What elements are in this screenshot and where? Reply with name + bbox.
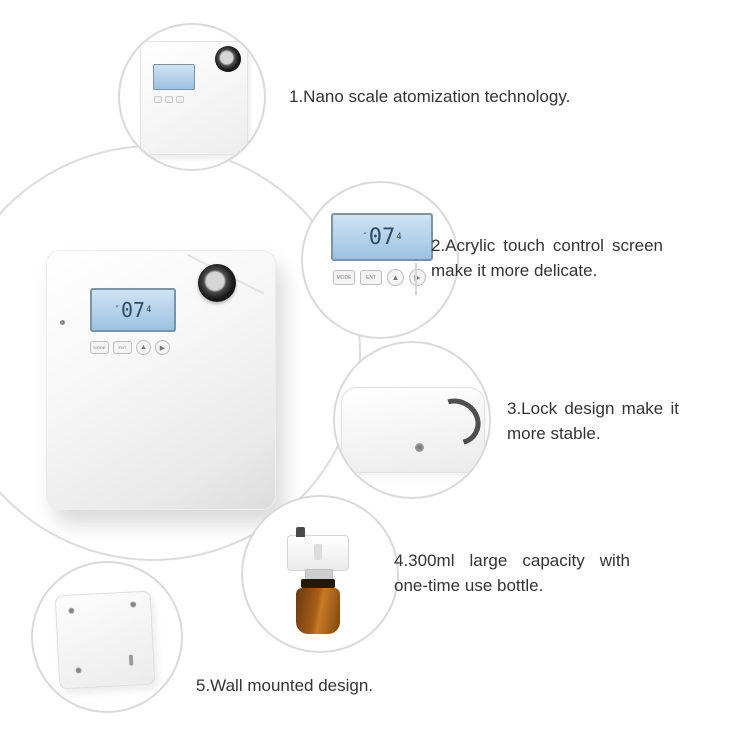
mode-button: MODE: [333, 270, 355, 285]
enter-button: ENT: [113, 341, 132, 354]
screw-hole-icon: [68, 607, 75, 614]
lcd-prefix: ″: [362, 232, 368, 242]
atomizer-head-icon: [287, 527, 349, 571]
feature-circle-wallmount: [31, 561, 183, 713]
control-buttons: MODE ENT ▲ ▶: [90, 340, 170, 355]
control-buttons-thumb: [154, 96, 184, 103]
feature-text-bottle: 4.300ml large capacity with one-time use…: [394, 551, 630, 595]
feature-text-touchscreen: 2.Acrylic touch control screen make it m…: [431, 236, 663, 280]
pump-slot: [314, 544, 322, 560]
mount-slot-icon: [128, 654, 134, 666]
feature-text-atomization: 1.Nano scale atomization technology.: [289, 87, 571, 106]
lcd-screen-thumb: [153, 64, 195, 90]
lcd-sub-value: 4: [146, 305, 152, 315]
screw-hole-icon: [130, 601, 137, 608]
feature-circle-lock: [333, 341, 491, 499]
lcd-sub-value: 4: [396, 232, 402, 242]
side-vent-hole: [60, 320, 65, 325]
lcd-screen: ″ 07 4: [90, 288, 176, 332]
screw-hole-icon: [415, 443, 424, 452]
bottle-cap-icon: [301, 579, 335, 588]
spray-tip-icon: [296, 527, 305, 537]
control-buttons-closeup: MODE ENT ▲ ▶: [333, 269, 426, 286]
device-top-view: [341, 387, 485, 473]
enter-button: ENT: [360, 270, 382, 285]
run-button: ▶: [155, 340, 170, 355]
up-button: ▲: [136, 340, 151, 355]
button-dot: [154, 96, 162, 103]
up-button: ▲: [387, 269, 404, 286]
feature-circle-bottle: [241, 495, 399, 653]
atomizer-nozzle-icon: [215, 46, 241, 72]
wall-mount-plate-icon: [54, 590, 156, 690]
lcd-value: 07: [120, 298, 146, 322]
button-dot: [176, 96, 184, 103]
button-dot: [165, 96, 173, 103]
screw-hole-icon: [75, 667, 82, 674]
atomizer-nozzle-icon: [198, 264, 236, 302]
device-thumbnail: [140, 41, 248, 155]
run-button: ▶: [409, 269, 426, 286]
mode-button: MODE: [90, 341, 109, 354]
feature-circle-touchscreen: ″ 07 4 MODE ENT ▲ ▶: [301, 181, 459, 339]
lcd-value: 07: [368, 224, 396, 250]
feature-text-wallmount: 5.Wall mounted design.: [196, 676, 374, 695]
lcd-prefix: ″: [114, 305, 120, 315]
panel-edge: [415, 263, 417, 295]
feature-circle-atomization: [118, 23, 266, 171]
feature-text-lock: 3.Lock design make it more stable.: [507, 399, 679, 443]
lcd-screen-closeup: ″ 07 4: [331, 213, 433, 261]
oil-bottle-icon: [296, 588, 340, 634]
product-photo-main: ″ 07 4 MODE ENT ▲ ▶: [46, 250, 276, 510]
